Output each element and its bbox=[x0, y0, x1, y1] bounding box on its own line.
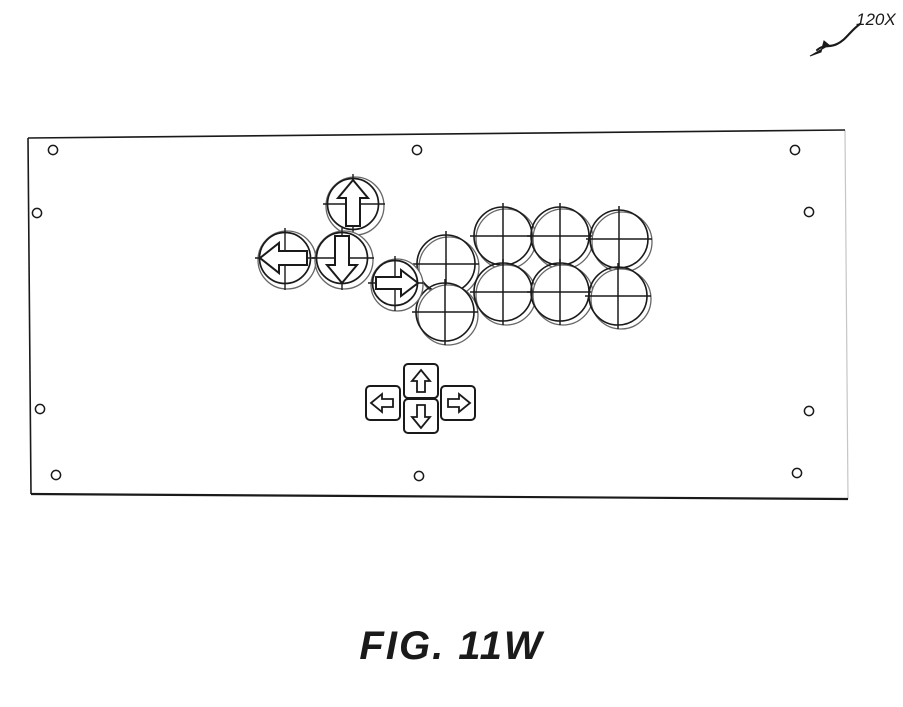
round-button-outer-ring bbox=[532, 264, 594, 326]
mounting-hole-lower-right bbox=[803, 405, 815, 417]
mounting-hole-bottom-right bbox=[791, 467, 803, 479]
round-button-1[interactable] bbox=[413, 231, 480, 298]
figure-caption: FIG. 11W bbox=[359, 624, 544, 668]
round-button-outer-ring bbox=[475, 208, 537, 270]
round-button-8[interactable] bbox=[585, 263, 652, 330]
reference-leader-group bbox=[809, 22, 862, 57]
round-button-outer-ring bbox=[590, 268, 652, 330]
button-arrow-down[interactable] bbox=[312, 228, 374, 290]
arrow-down-icon bbox=[410, 404, 432, 430]
round-button-4[interactable] bbox=[586, 206, 653, 273]
round-button-outer-ring bbox=[591, 211, 653, 273]
arrow-up-icon bbox=[335, 178, 371, 227]
round-button-5[interactable] bbox=[412, 279, 479, 346]
dpad-left-button[interactable] bbox=[365, 385, 401, 421]
arrow-right-icon bbox=[375, 267, 420, 299]
button-arrow-left[interactable] bbox=[255, 228, 317, 290]
arrow-right-icon bbox=[447, 392, 472, 414]
panel-right-edge bbox=[844, 129, 849, 500]
panel-top-edge bbox=[27, 129, 846, 139]
panel-bottom-edge bbox=[30, 492, 849, 501]
arrow-buttons-cluster bbox=[255, 174, 424, 312]
round-button-outer-ring bbox=[532, 208, 594, 270]
button-arrow-up[interactable] bbox=[323, 174, 385, 236]
mounting-hole-bottom-center bbox=[413, 470, 425, 482]
mounting-hole-top-right bbox=[789, 144, 801, 156]
mounting-hole-mid-left bbox=[31, 207, 43, 219]
arrow-left-icon bbox=[258, 240, 308, 276]
mounting-hole-mid-right bbox=[803, 206, 815, 218]
directional-pad bbox=[365, 363, 476, 434]
leader-arrowhead bbox=[809, 40, 830, 57]
mounting-hole-top-left bbox=[47, 144, 59, 156]
round-button-outer-ring bbox=[475, 264, 537, 326]
round-buttons-cluster bbox=[412, 203, 653, 346]
round-button-outer-ring bbox=[417, 284, 479, 346]
round-button-6[interactable] bbox=[470, 259, 537, 326]
mounting-hole-top-center bbox=[411, 144, 423, 156]
panel-left-edge bbox=[27, 137, 32, 495]
mounting-hole-bottom-left bbox=[50, 469, 62, 481]
control-panel-body bbox=[27, 129, 849, 501]
arrow-down-icon bbox=[324, 235, 360, 285]
dpad-right-button[interactable] bbox=[440, 385, 476, 421]
button-arrow-right[interactable] bbox=[368, 256, 424, 312]
mounting-holes-group bbox=[31, 144, 815, 482]
mounting-hole-lower-left bbox=[34, 403, 46, 415]
reference-numeral-120x: 120X bbox=[856, 10, 896, 29]
arrow-up-icon bbox=[410, 368, 432, 393]
round-button-7[interactable] bbox=[527, 259, 594, 326]
dpad-down-button[interactable] bbox=[403, 398, 439, 434]
arrow-left-icon bbox=[369, 392, 394, 414]
dpad-up-button[interactable] bbox=[403, 363, 439, 399]
